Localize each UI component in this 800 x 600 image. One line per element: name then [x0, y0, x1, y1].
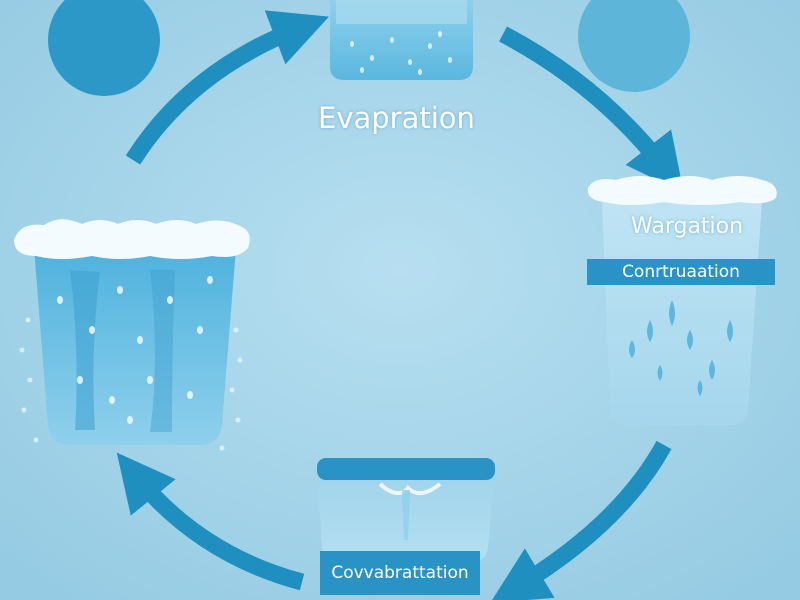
arrow-top-right: [499, 26, 684, 193]
arrow-top-left: [125, 10, 329, 165]
glass-bottom: [317, 458, 495, 562]
circle-top-right: [578, 0, 690, 92]
glass-top: [330, 0, 473, 80]
label-wargation: Wargation: [631, 214, 744, 239]
circle-top-left: [48, 0, 160, 96]
label-evaporation: Evapration: [318, 101, 475, 135]
badge-convection-bg: [320, 551, 480, 595]
arrow-bottom-left: [116, 452, 305, 591]
glass-left: [14, 219, 250, 451]
arrow-bottom-right: [490, 440, 672, 600]
label-convection: Covvabrattation: [331, 562, 469, 583]
label-condensation: Conrtruaation: [622, 261, 740, 282]
glass-right: [587, 176, 777, 425]
badge-condensation-bg: [587, 259, 775, 285]
